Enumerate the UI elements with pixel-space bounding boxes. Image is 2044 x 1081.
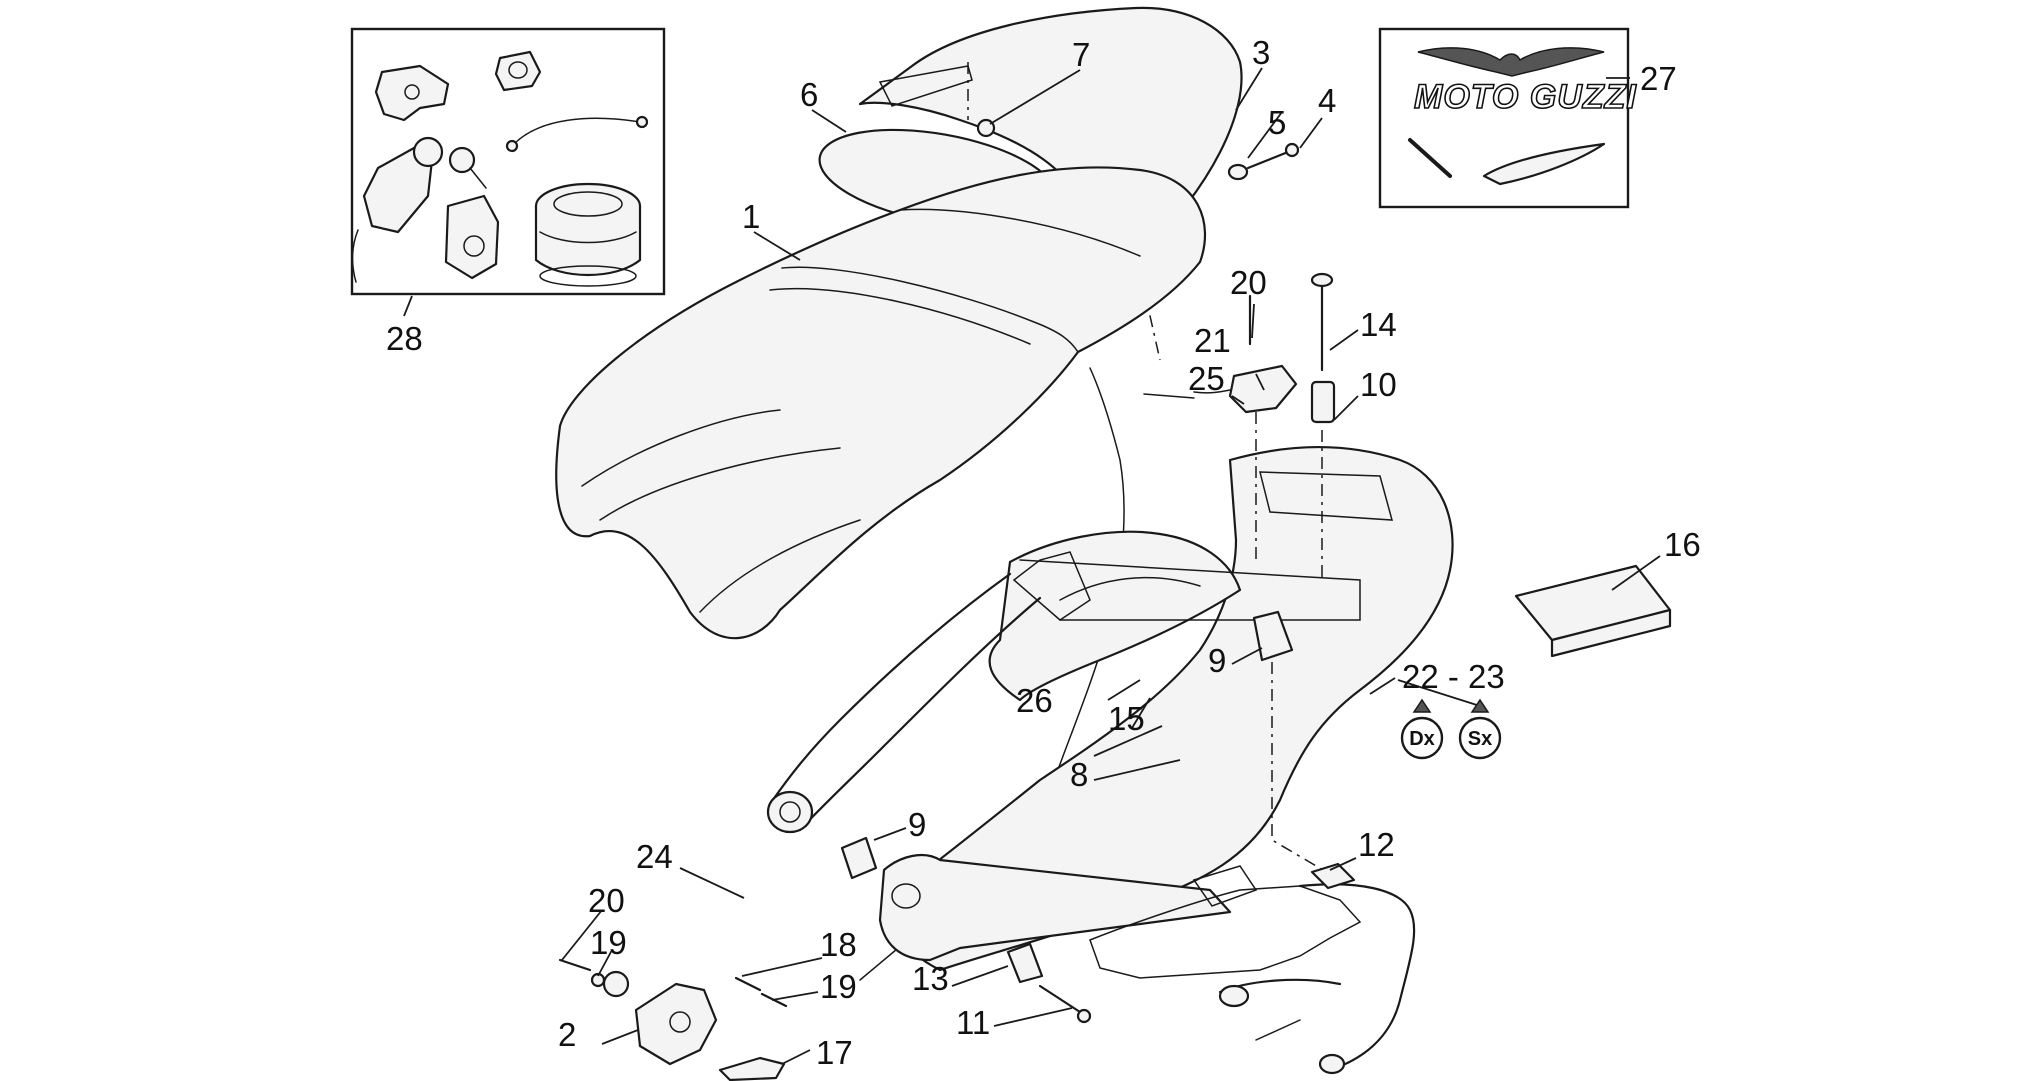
- decal-kit-inset: MOTO GUZZI: [1378, 27, 1637, 209]
- triangle-marker-icon: [1412, 698, 1432, 713]
- callout-9-lower: 9: [908, 806, 926, 843]
- bolt-bush-11-13: [1006, 942, 1092, 1024]
- callout-7: 7: [1072, 36, 1090, 73]
- rubber-buffer-upper: [1252, 610, 1294, 662]
- callout-19-right: 19: [820, 968, 857, 1005]
- callout-17: 17: [816, 1034, 853, 1071]
- lower-support-bracket: [878, 853, 1232, 962]
- callout-5: 5: [1268, 104, 1286, 141]
- callout-28: 28: [386, 320, 423, 357]
- callout-2: 2: [558, 1016, 576, 1053]
- badge-right-label: Dx: [1409, 728, 1435, 750]
- callout-24: 24: [636, 838, 673, 875]
- tail-fairing: [766, 446, 1454, 972]
- callout-3: 3: [1252, 34, 1270, 71]
- brand-logo-text: MOTO GUZZI: [1414, 78, 1637, 116]
- callout-11: 11: [956, 1004, 990, 1041]
- callout-22-23: 22 - 23: [1402, 658, 1505, 695]
- bolt-bush-14-10: [1310, 272, 1336, 580]
- rear-subframe: [1089, 865, 1416, 1075]
- callout-1: 1: [742, 198, 760, 235]
- callout-13: 13: [912, 960, 949, 997]
- eagle-emblem-icon: [1417, 47, 1605, 77]
- callout-12: 12: [1358, 826, 1395, 863]
- badge-right: [1400, 716, 1444, 760]
- callout-16: 16: [1664, 526, 1701, 563]
- callout-27: 27: [1640, 60, 1677, 97]
- badge-left: [1458, 716, 1502, 760]
- leader-lines: [403, 67, 1661, 1065]
- lock-kit-inset: [350, 27, 666, 296]
- callout-18: 18: [820, 926, 857, 963]
- seat-lock-2: [558, 958, 788, 1081]
- callout-25: 25: [1188, 360, 1225, 397]
- callout-20-upper: 20: [1230, 264, 1267, 301]
- rubber-buffer-lower: [840, 836, 878, 880]
- callout-14: 14: [1360, 306, 1397, 343]
- callout-labels: 1 2 3 4 5 6 7 8 9 9 10 11 12 13 14 15 16…: [386, 34, 1701, 1071]
- callout-4: 4: [1318, 82, 1336, 119]
- screw-washer-4-5: [1227, 142, 1300, 181]
- triangle-marker-icon: [1470, 698, 1490, 713]
- callout-9-upper: 9: [1208, 642, 1226, 679]
- clip: [1310, 862, 1356, 890]
- callout-10: 10: [1360, 366, 1397, 403]
- callout-19-left: 19: [590, 924, 627, 961]
- callout-15: 15: [1108, 700, 1145, 737]
- seat: [555, 166, 1207, 640]
- callout-26: 26: [1016, 682, 1053, 719]
- callout-20-lower: 20: [588, 882, 625, 919]
- callout-6: 6: [800, 76, 818, 113]
- callout-8: 8: [1070, 756, 1088, 793]
- cover-plate: [1514, 564, 1672, 658]
- badge-left-label: Sx: [1468, 728, 1492, 750]
- side-badges: Dx Sx: [1400, 698, 1502, 760]
- callout-21: 21: [1194, 322, 1231, 359]
